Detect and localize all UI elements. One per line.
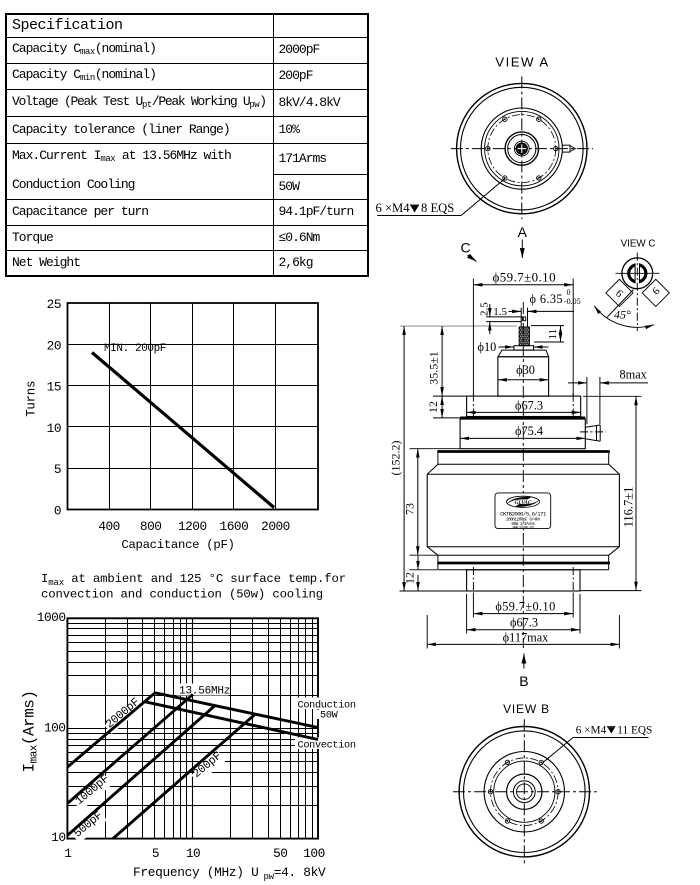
svg-text:ϕ30: ϕ30 bbox=[516, 363, 535, 377]
svg-text:50: 50 bbox=[273, 846, 287, 861]
svg-text:800: 800 bbox=[140, 519, 162, 534]
svg-text:-0.05: -0.05 bbox=[564, 297, 581, 306]
svg-text:CKTB2000/5,6/171: CKTB2000/5,6/171 bbox=[500, 511, 547, 518]
svg-text:2000: 2000 bbox=[261, 519, 290, 534]
svg-text:2000±200pF 8/4kV: 2000±200pF 8/4kV bbox=[506, 518, 541, 523]
svg-text:13.56MHz: 13.56MHz bbox=[179, 686, 230, 698]
svg-text:C: C bbox=[460, 240, 470, 256]
svg-text:1.5: 1.5 bbox=[493, 306, 507, 318]
svg-text:1200: 1200 bbox=[178, 519, 207, 534]
svg-text:5: 5 bbox=[152, 846, 159, 861]
svg-text:6 ×M4: 6 ×M4 bbox=[576, 724, 607, 736]
svg-text:5: 5 bbox=[54, 462, 61, 477]
svg-text:6: 6 bbox=[650, 285, 663, 298]
svg-text:11 EQS: 11 EQS bbox=[617, 724, 652, 736]
svg-text:10: 10 bbox=[186, 846, 200, 861]
svg-text:50W: 50W bbox=[320, 711, 339, 722]
svg-text:ϕ67.3: ϕ67.3 bbox=[510, 615, 538, 629]
svg-text:Imax(Arms): Imax(Arms) bbox=[21, 690, 41, 772]
svg-text:10: 10 bbox=[47, 421, 61, 436]
svg-text:8max: 8max bbox=[620, 368, 647, 382]
svg-text:8 EQS: 8 EQS bbox=[421, 201, 454, 215]
svg-text:B: B bbox=[519, 673, 528, 689]
svg-text:convection and conduction (50w: convection and conduction (50w) cooling bbox=[41, 588, 323, 602]
svg-text:ϕ59.7±0.10: ϕ59.7±0.10 bbox=[493, 270, 556, 285]
svg-text:Imax at ambient and 125 °C sur: Imax at ambient and 125 °C surface temp.… bbox=[41, 572, 346, 588]
svg-text:VIEW C: VIEW C bbox=[621, 239, 656, 250]
svg-text:ϕ 6.35: ϕ 6.35 bbox=[530, 292, 563, 306]
svg-text:45°: 45° bbox=[614, 308, 631, 322]
svg-text:12: 12 bbox=[403, 572, 417, 584]
svg-text:100: 100 bbox=[44, 721, 66, 736]
svg-text:ϕ10: ϕ10 bbox=[478, 340, 497, 354]
svg-text:VIEW B: VIEW B bbox=[503, 702, 550, 716]
svg-text:ϕ75.4: ϕ75.4 bbox=[515, 424, 543, 438]
svg-text:2.5: 2.5 bbox=[479, 302, 491, 316]
svg-text:25: 25 bbox=[47, 297, 61, 312]
svg-text:ϕ117max: ϕ117max bbox=[503, 630, 549, 644]
svg-text:VIEW A: VIEW A bbox=[495, 55, 549, 70]
svg-text:2000pF: 2000pF bbox=[104, 696, 143, 732]
svg-text:10: 10 bbox=[51, 830, 65, 845]
svg-text:0: 0 bbox=[54, 504, 61, 519]
svg-text:1600: 1600 bbox=[220, 519, 249, 534]
svg-text:ϕ59.7±0.10: ϕ59.7±0.10 bbox=[495, 599, 555, 613]
svg-text:GLVAC: GLVAC bbox=[515, 500, 532, 506]
svg-text:Capacitance (pF): Capacitance (pF) bbox=[121, 538, 234, 552]
svg-text:1: 1 bbox=[64, 846, 72, 861]
svg-text:116.7±1: 116.7±1 bbox=[622, 487, 636, 528]
svg-text:400: 400 bbox=[98, 519, 120, 534]
svg-text:6 ×M4: 6 ×M4 bbox=[376, 201, 411, 215]
svg-text:20: 20 bbox=[47, 338, 61, 353]
svg-text:A: A bbox=[518, 224, 528, 240]
svg-text:6: 6 bbox=[613, 288, 626, 301]
svg-text:Conduction: Conduction bbox=[298, 700, 356, 712]
svg-text:73: 73 bbox=[402, 503, 416, 515]
svg-text:1000: 1000 bbox=[37, 610, 66, 625]
svg-text:15: 15 bbox=[47, 380, 61, 395]
svg-text:(152.2): (152.2) bbox=[389, 441, 403, 476]
svg-text:35.5±1: 35.5±1 bbox=[427, 351, 441, 385]
svg-text:100: 100 bbox=[303, 846, 325, 861]
svg-text:12: 12 bbox=[426, 401, 440, 413]
svg-text:MIN. 200pF: MIN. 200pF bbox=[104, 343, 166, 355]
svg-text:ϕ67.3: ϕ67.3 bbox=[515, 398, 543, 412]
svg-text:Turns: Turns bbox=[25, 381, 39, 417]
svg-text:0: 0 bbox=[567, 288, 571, 297]
svg-text:11: 11 bbox=[547, 329, 559, 340]
svg-text:Convection: Convection bbox=[298, 740, 356, 752]
svg-text:50W 171Arms: 50W 171Arms bbox=[511, 523, 535, 527]
svg-text:Frequency (MHz) U pw=4. 8kV: Frequency (MHz) U pw=4. 8kV bbox=[133, 865, 326, 882]
svg-text:www.glvac.cn: www.glvac.cn bbox=[513, 525, 534, 530]
